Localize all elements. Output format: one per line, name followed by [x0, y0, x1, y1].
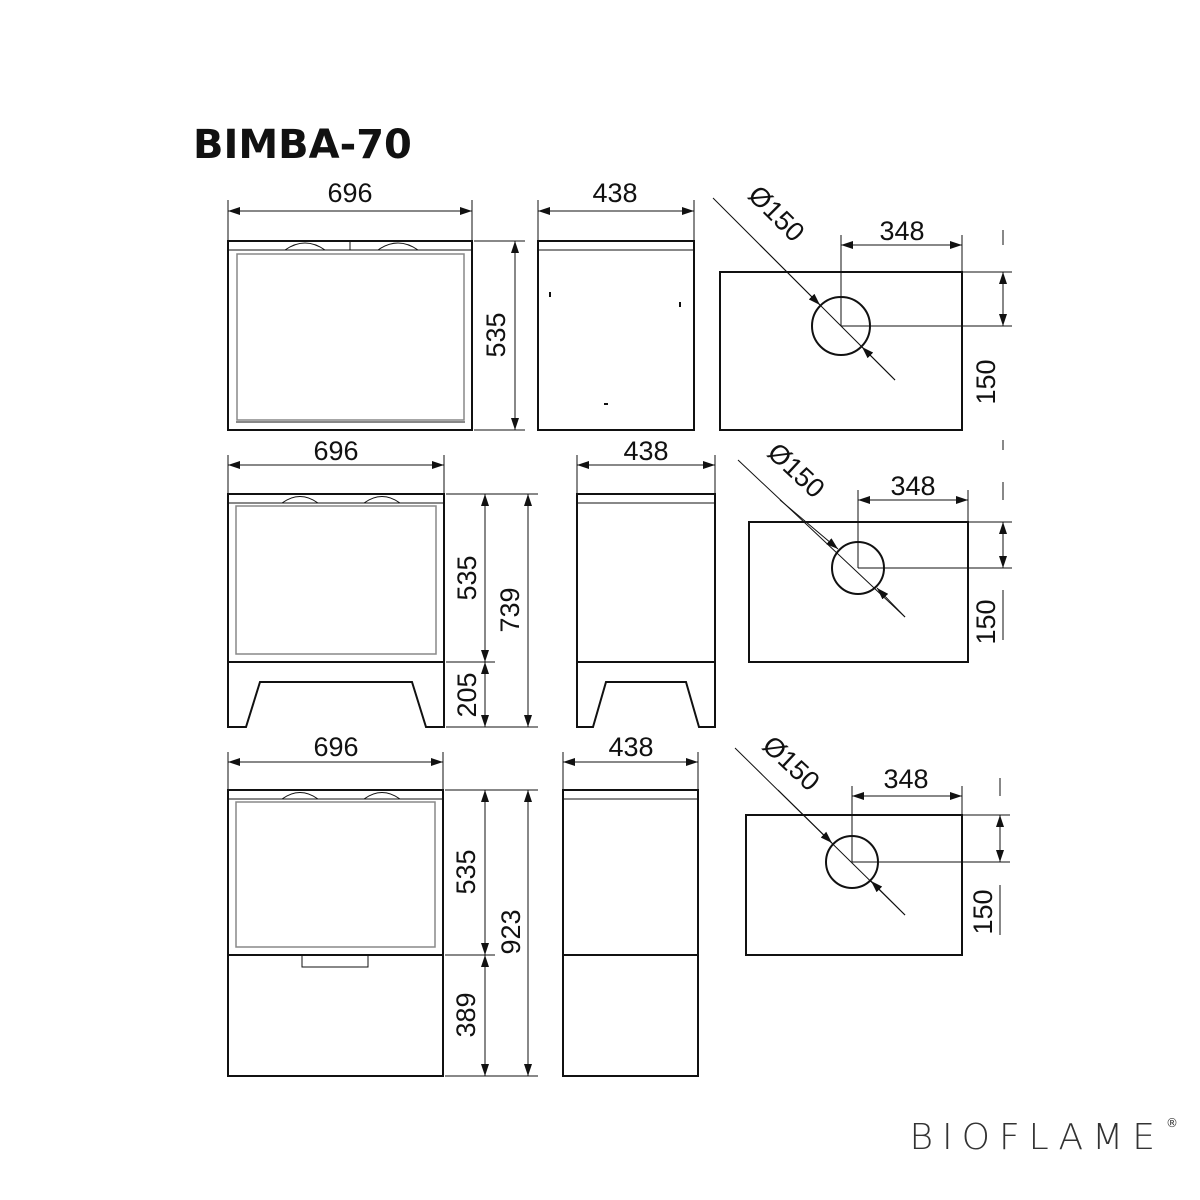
row-3-base-height-label: 389 — [451, 992, 481, 1037]
bioflame-logo-group: BIOFLAME ® — [909, 1116, 1178, 1160]
row-1-front-view — [227, 240, 473, 431]
registered-mark: ® — [1166, 1116, 1178, 1130]
row-2-front-view — [227, 493, 445, 728]
row-2-side-view: 438 — [576, 436, 716, 728]
row-3-flue-offset-x-label: 348 — [883, 764, 928, 794]
row-2-top-view: Ø150 348 150 — [737, 437, 1012, 663]
row-2-flue-offset-x-label: 348 — [890, 471, 935, 501]
row-3-total-height-label: 923 — [496, 909, 526, 954]
row-1-side-view: 438 — [537, 178, 695, 431]
row-3-dimensions: 696 535 389 923 — [227, 732, 538, 1077]
row-2-flue-diameter-label: Ø150 — [762, 437, 831, 504]
row-1-flue-offset-y-label: 150 — [971, 359, 1001, 404]
row-2-total-height-label: 739 — [495, 587, 525, 632]
row-3-flue-offset-y-label: 150 — [968, 889, 998, 934]
row-1-height-dimension: 535 — [474, 240, 525, 431]
row-3-width-label: 696 — [313, 732, 358, 762]
row-1-depth-label: 438 — [592, 178, 637, 208]
row-3-depth-label: 438 — [608, 732, 653, 762]
row-1-width-label: 696 — [327, 178, 372, 208]
row-1-front-width-dimension: 696 — [227, 178, 473, 240]
row-2-width-label: 696 — [313, 436, 358, 466]
bioflame-logo: BIOFLAME — [909, 1117, 1164, 1158]
row-2-body-height-label: 535 — [452, 555, 482, 600]
row-3-front-view — [227, 789, 444, 1077]
row-1-height-label: 535 — [481, 312, 511, 357]
row-3-side-view: 438 — [562, 732, 699, 1077]
row-3-body-height-label: 535 — [451, 849, 481, 894]
row-2-base-height-label: 205 — [452, 672, 482, 717]
row-2-dimensions: 696 535 205 739 — [227, 436, 538, 728]
row-1-top-view: Ø150 348 150 — [712, 180, 1012, 450]
row-2-depth-label: 438 — [623, 436, 668, 466]
row-1-flue-offset-x-label: 348 — [879, 216, 924, 246]
row-3-flue-diameter-label: Ø150 — [757, 730, 826, 797]
row-3-top-view: Ø150 348 150 — [734, 730, 1010, 956]
product-title: BIMBA-70 — [193, 122, 412, 168]
row-2-flue-offset-y-label: 150 — [971, 599, 1001, 644]
